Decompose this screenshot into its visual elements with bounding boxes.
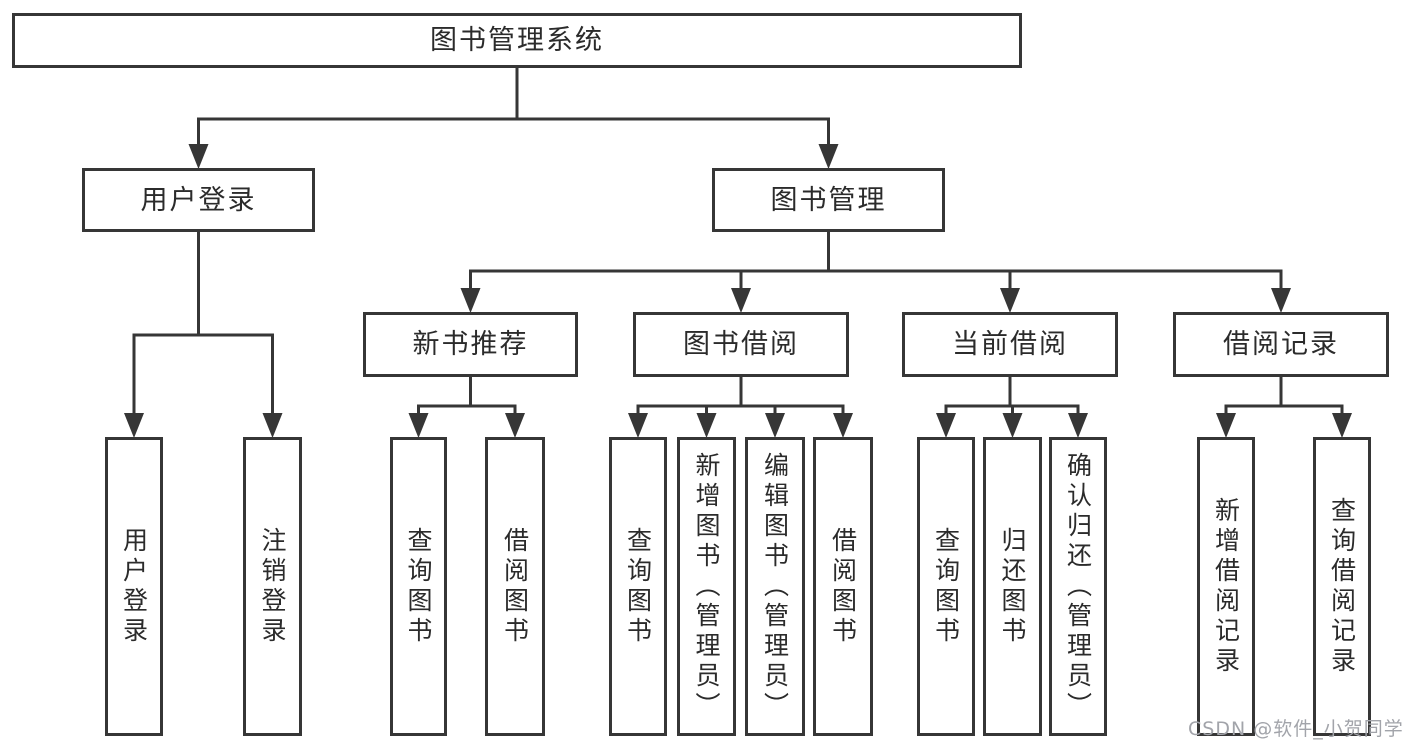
node-login: 用户登录 <box>82 168 315 232</box>
node-leaf-logout: 注销登录 <box>243 437 302 736</box>
node-bor-query: 查询图书 <box>609 437 667 736</box>
node-hist: 借阅记录 <box>1173 312 1389 377</box>
node-root: 图书管理系统 <box>12 13 1022 68</box>
node-rec-query: 查询图书 <box>390 437 447 736</box>
node-bor: 图书借阅 <box>633 312 849 377</box>
node-bor-borrow: 借阅图书 <box>813 437 873 736</box>
node-cur-confirm: 确认归还（管理员） <box>1049 437 1107 736</box>
node-bor-edit: 编辑图书（管理员） <box>745 437 805 736</box>
node-cur-query: 查询图书 <box>917 437 975 736</box>
node-leaf-user-login: 用户登录 <box>105 437 163 736</box>
node-hist-query: 查询借阅记录 <box>1313 437 1371 736</box>
node-cur-return: 归还图书 <box>983 437 1042 736</box>
node-cur: 当前借阅 <box>902 312 1118 377</box>
node-rec-borrow: 借阅图书 <box>485 437 545 736</box>
node-bor-add: 新增图书（管理员） <box>677 437 736 736</box>
node-hist-add: 新增借阅记录 <box>1197 437 1255 736</box>
node-rec: 新书推荐 <box>363 312 578 377</box>
watermark: CSDN @软件_小贺同学 <box>1188 718 1404 740</box>
node-mgmt: 图书管理 <box>712 168 945 232</box>
